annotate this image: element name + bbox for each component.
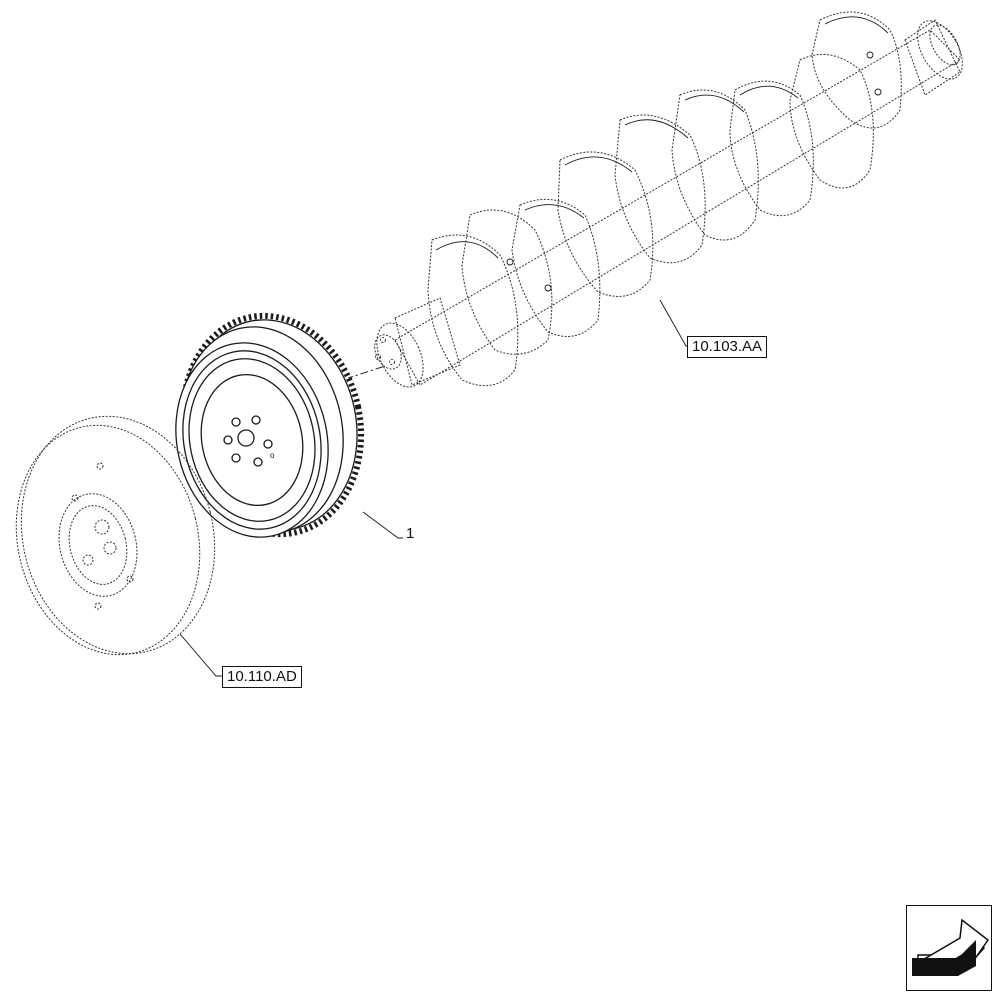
crankshaft-reference-link[interactable]: 10.103.AA [687, 336, 768, 358]
crankshaft-pulley: o [175, 312, 365, 538]
arrow-next-icon [912, 918, 990, 976]
crankshaft-rear-journal [904, 19, 963, 96]
crankshaft-front-nose [374, 297, 461, 388]
crank-webs [427, 11, 902, 387]
callout-part-1: 1 [406, 525, 415, 542]
damper-reference-link[interactable]: 10.110.AD [222, 666, 302, 688]
crankshaft [329, 11, 963, 388]
next-page-button[interactable] [906, 905, 992, 991]
vibration-damper [15, 415, 216, 656]
svg-text:o: o [270, 451, 275, 460]
